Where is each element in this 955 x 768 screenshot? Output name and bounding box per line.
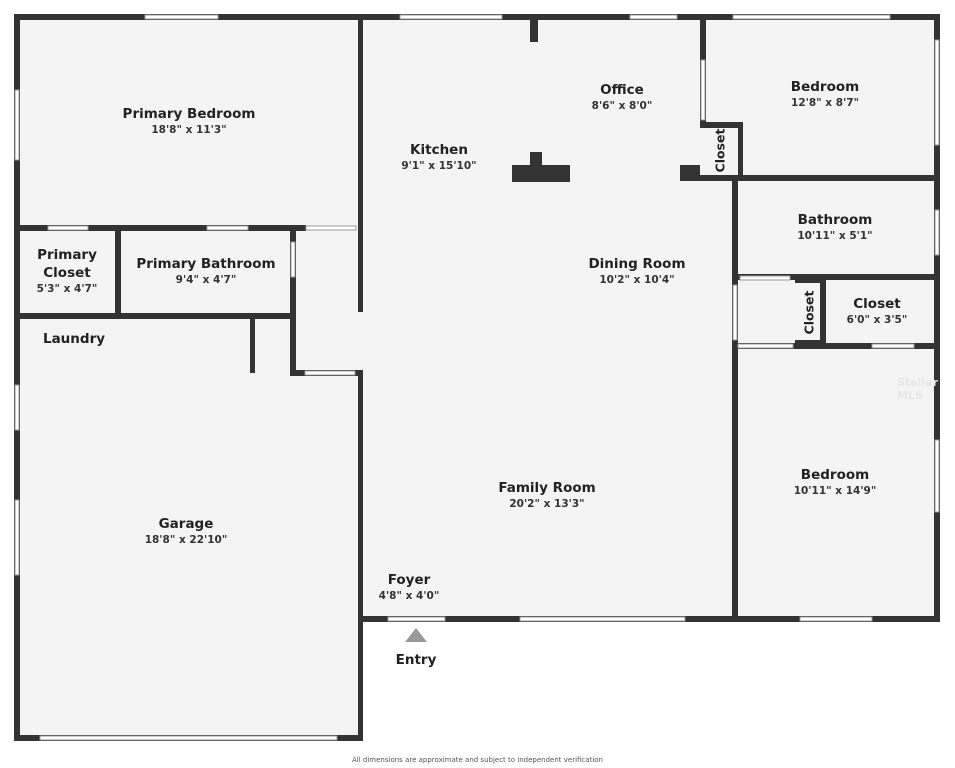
- window-opening: [732, 284, 738, 341]
- room-dining-room: Dining Room 10'2" x 10'4": [588, 255, 685, 287]
- wall: [358, 370, 363, 741]
- window-opening: [934, 439, 940, 513]
- floor-left: [17, 17, 363, 738]
- room-name: Bedroom: [800, 467, 870, 483]
- room-bedroom-2: Bedroom 10'11" x 14'9": [794, 466, 877, 498]
- wall: [934, 14, 940, 621]
- room-name: Primary Bedroom: [122, 106, 256, 122]
- room-name: Kitchen: [410, 142, 468, 158]
- room-kitchen: Kitchen 9'1" x 15'10": [401, 141, 476, 173]
- wall: [795, 278, 825, 283]
- room-name: Garage: [158, 516, 214, 532]
- wall: [14, 225, 306, 231]
- wall: [820, 278, 826, 348]
- room-closet-1: Closet: [712, 128, 728, 173]
- footer-disclaimer: All dimensions are approximate and subje…: [352, 756, 603, 764]
- window-opening: [737, 343, 794, 349]
- wall: [530, 152, 542, 170]
- room-dimensions: 8'6" x 8'0": [591, 100, 653, 112]
- room-dimensions: 10'11" x 5'1": [797, 230, 873, 242]
- window-opening: [14, 89, 20, 161]
- window-opening: [399, 14, 503, 20]
- room-closet-2: Closet: [801, 290, 817, 335]
- room-name: Dining Room: [588, 256, 686, 272]
- window-opening: [304, 370, 356, 376]
- window-opening: [732, 14, 891, 20]
- room-foyer: Foyer 4'8" x 4'0": [379, 571, 440, 603]
- room-laundry: Laundry: [43, 330, 105, 348]
- window-opening: [934, 39, 940, 146]
- entry-text: Entry: [395, 652, 437, 668]
- wall: [512, 165, 570, 182]
- room-dimensions: 6'0" x 3'5": [846, 314, 908, 326]
- room-dimensions: 4'8" x 4'0": [378, 590, 440, 602]
- room-name: Primary Bathroom: [136, 256, 276, 272]
- wall: [358, 14, 363, 312]
- wall: [700, 122, 742, 128]
- wall: [732, 178, 738, 620]
- room-dimensions: 18'8" x 22'10": [144, 534, 228, 546]
- room-name: Office: [600, 82, 644, 98]
- room-primary-bathroom: Primary Bathroom 9'4" x 4'7": [136, 255, 275, 287]
- window-opening: [934, 209, 940, 256]
- room-dimensions: 9'1" x 15'10": [401, 160, 477, 172]
- window-opening: [39, 735, 338, 741]
- wall: [680, 175, 940, 181]
- room-office: Office 8'6" x 8'0": [592, 81, 653, 113]
- wall: [14, 313, 296, 319]
- wall: [680, 165, 700, 181]
- wall: [530, 14, 538, 42]
- window-opening: [290, 241, 296, 278]
- window-opening: [700, 59, 706, 121]
- room-primary-bedroom: Primary Bedroom 18'8" x 11'3": [123, 105, 256, 137]
- window-opening: [14, 384, 20, 431]
- room-name: Family Room: [498, 480, 596, 496]
- window-opening: [739, 275, 791, 281]
- room-garage: Garage 18'8" x 22'10": [145, 515, 228, 547]
- room-dimensions: 5'3" x 4'7": [36, 283, 98, 295]
- room-name: Bathroom: [797, 212, 873, 228]
- room-dimensions: 18'8" x 11'3": [151, 124, 227, 136]
- entry-label: Entry: [396, 651, 437, 669]
- window-opening: [871, 343, 915, 349]
- wall: [115, 228, 121, 316]
- room-name: Bedroom: [790, 79, 860, 95]
- room-name: Closet: [853, 296, 901, 312]
- window-opening: [519, 616, 686, 622]
- window-opening: [47, 225, 89, 231]
- wall: [290, 228, 296, 375]
- wall: [732, 343, 940, 349]
- wall: [738, 122, 743, 178]
- window-opening: [206, 225, 249, 231]
- room-bathroom: Bathroom 10'11" x 5'1": [797, 211, 872, 243]
- window-opening: [305, 225, 357, 231]
- room-dimensions: 12'8" x 8'7": [791, 97, 859, 109]
- room-name: Foyer: [387, 572, 431, 588]
- floor-main: [360, 17, 938, 619]
- room-name: Primary Closet: [37, 247, 97, 281]
- room-dimensions: 10'11" x 14'9": [793, 485, 877, 497]
- window-opening: [144, 14, 219, 20]
- entry-arrow-icon: [405, 628, 427, 642]
- room-family-room: Family Room 20'2" x 13'3": [498, 479, 595, 511]
- room-name: Laundry: [42, 331, 106, 347]
- room-primary-closet: Primary Closet 5'3" x 4'7": [27, 246, 107, 296]
- room-dimensions: 10'2" x 10'4": [599, 274, 675, 286]
- room-closet-3: Closet 6'0" x 3'5": [847, 295, 908, 327]
- room-bedroom-1: Bedroom 12'8" x 8'7": [791, 78, 859, 110]
- window-opening: [799, 616, 873, 622]
- wall: [250, 318, 255, 373]
- wall: [14, 14, 20, 741]
- window-opening: [387, 616, 446, 622]
- wall: [732, 274, 940, 280]
- watermark: Stellar MLS: [897, 376, 939, 402]
- window-opening: [629, 14, 678, 20]
- room-dimensions: 9'4" x 4'7": [175, 274, 237, 286]
- room-dimensions: 20'2" x 13'3": [509, 498, 585, 510]
- window-opening: [14, 499, 20, 576]
